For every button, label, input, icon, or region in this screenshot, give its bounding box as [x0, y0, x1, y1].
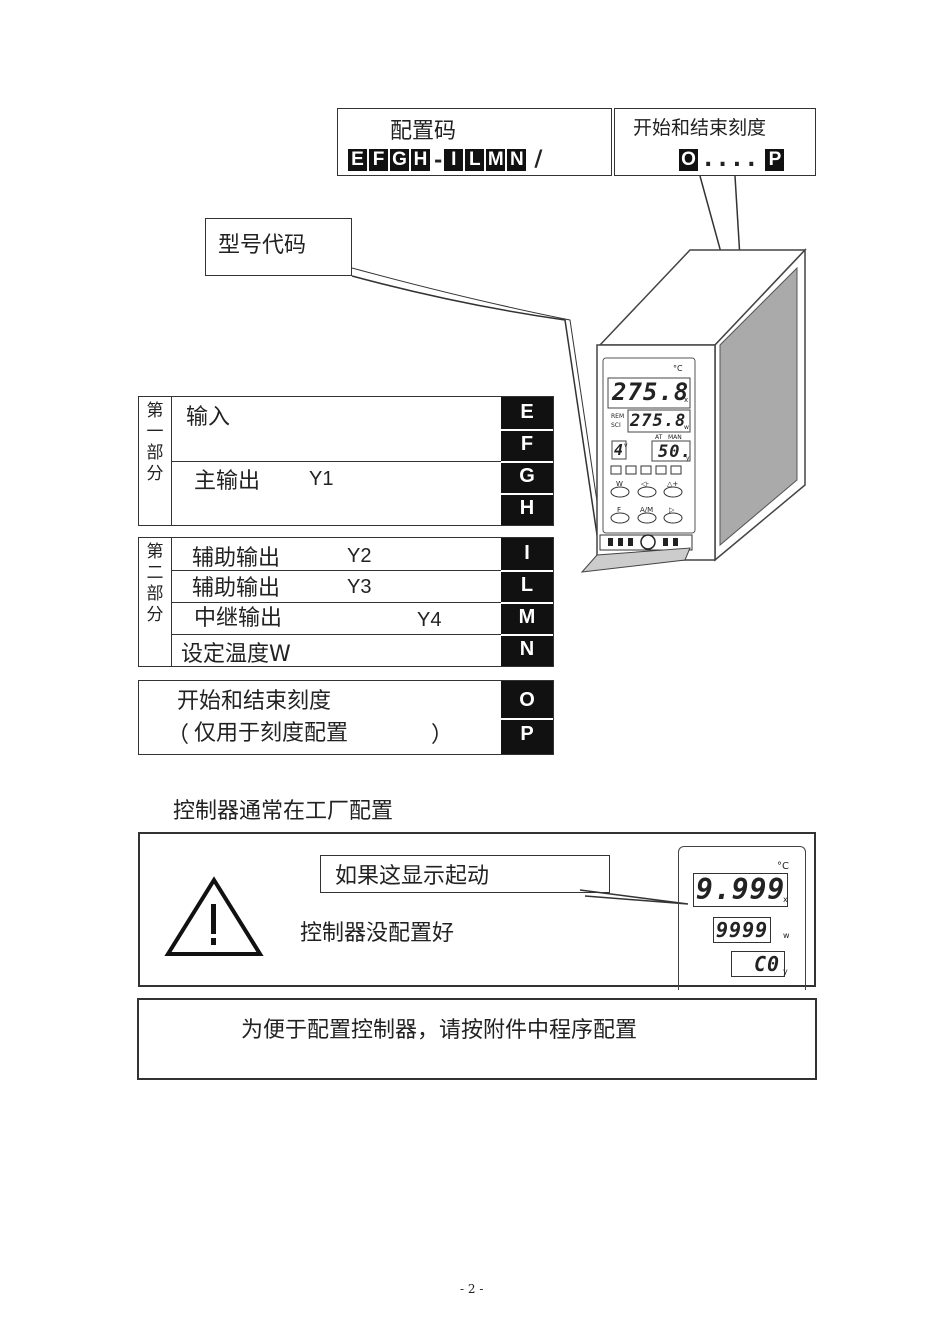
- scale-dots: ....: [704, 147, 762, 172]
- part2-row2-code: Y3: [347, 576, 372, 598]
- part1-main-output-label: 主输出: [194, 469, 261, 494]
- device-out-val-sub: y: [686, 455, 690, 462]
- factory-note: 控制器通常在工厂配置: [173, 799, 394, 824]
- device-button-up[interactable]: △+: [667, 480, 679, 488]
- part2-row1-code: Y2: [347, 545, 372, 567]
- part2-letters: I L M N: [501, 538, 553, 666]
- device-pv: 275.8: [612, 378, 690, 406]
- model-code-label: 型号代码: [218, 233, 307, 258]
- device-sp: 275.8: [630, 411, 687, 431]
- code-letter-i: I: [444, 148, 464, 171]
- warning-pointer: [579, 889, 689, 905]
- warning-icon: [164, 876, 264, 956]
- part2-row1-label: 辅助输出: [192, 546, 281, 571]
- part2-row2-label: 辅助输出: [192, 576, 281, 601]
- code-letter-g: G: [390, 148, 409, 171]
- device-rem: REM: [611, 413, 625, 420]
- model-code-pointer: [351, 275, 601, 556]
- part2-table: 第二 部分 辅助输出 Y2 辅助输出 Y3 中继输出 Y4 设定温度W I L …: [138, 537, 554, 667]
- model-code-box: 型号代码: [205, 218, 352, 276]
- code-dash: -: [434, 147, 443, 172]
- part3-line2-open: （: [167, 723, 190, 748]
- part1-side-label: 第一 部分: [139, 397, 172, 525]
- part3-line1: 开始和结束刻度: [177, 689, 332, 714]
- part1-main-output-code: Y1: [309, 468, 334, 490]
- device-button-am[interactable]: A/M: [640, 506, 654, 514]
- scale-box-title: 开始和结束刻度: [633, 117, 767, 139]
- device-button-w[interactable]: W: [616, 480, 623, 488]
- code-letter-p: P: [765, 148, 785, 171]
- code-letter-h: H: [411, 148, 430, 171]
- part3-table: 开始和结束刻度 （ 仅用于刻度配置 ） O P: [138, 680, 554, 755]
- device-button-f[interactable]: F: [617, 506, 622, 514]
- device-unit: °C: [673, 364, 683, 373]
- warning-text: 控制器没配置好: [300, 921, 455, 946]
- page-number: - 2 -: [460, 1282, 484, 1296]
- config-code-title: 配置码: [390, 119, 457, 144]
- part2-row3-label: 中继输出: [194, 606, 283, 631]
- warning-display-unit: °C: [777, 861, 789, 872]
- warning-display-d3-sub: y: [783, 967, 788, 976]
- warning-display-d1: 9.999: [693, 873, 789, 907]
- device-button-right[interactable]: ▷: [669, 506, 675, 514]
- device-sci: SCI: [611, 422, 621, 429]
- part3-letters: O P: [501, 681, 553, 754]
- warning-display-d2-sub: w: [783, 931, 790, 940]
- warning-box: 如果这显示起动 控制器没配置好 °C 9.999 x 9999 w C0 y: [138, 832, 816, 990]
- device-button-down[interactable]: ◁-: [641, 480, 649, 488]
- scale-code-letters: O .... P: [679, 147, 786, 172]
- code-letter-n: N: [507, 148, 527, 171]
- warning-display-d1-sub: x: [783, 895, 788, 904]
- part2-side-label: 第二 部分: [139, 538, 172, 666]
- config-code-box: 配置码 E F G H - I L M N /: [337, 108, 612, 176]
- device-out: 4: [614, 441, 625, 459]
- part1-letters: E F G H: [501, 397, 553, 525]
- part1-input-label: 输入: [186, 405, 231, 430]
- warning-display-d3: C0: [731, 951, 786, 977]
- instruction-box: 为便于配置控制器，请按附件中程序配置: [137, 998, 817, 1080]
- part1-table: 第一 部分 输入 主输出 Y1 E F G H: [138, 396, 554, 526]
- device-out-sub: v: [624, 442, 628, 449]
- part3-line2: 仅用于刻度配置: [194, 721, 349, 746]
- device-out-val: 50.: [658, 442, 692, 462]
- device-at: AT: [655, 434, 663, 441]
- warning-callout: [320, 855, 610, 893]
- device-sp-sub: w: [684, 424, 689, 431]
- part2-row3-code: Y4: [417, 609, 442, 631]
- warning-display: °C 9.999 x 9999 w C0 y: [678, 846, 806, 990]
- part2-row4-label: 设定温度W: [181, 642, 291, 667]
- device-man: MAN: [668, 434, 682, 441]
- instruction-text: 为便于配置控制器，请按附件中程序配置: [241, 1018, 638, 1043]
- warning-callout-text: 如果这显示起动: [335, 864, 490, 889]
- code-letter-o: O: [679, 148, 698, 171]
- device-illustration: [351, 175, 807, 573]
- part3-line2-close: ）: [431, 723, 454, 748]
- warning-display-d2: 9999: [713, 917, 772, 943]
- device-pv-sub: x: [684, 396, 689, 404]
- code-letter-m: M: [486, 148, 506, 171]
- config-code-letters: E F G H - I L M N /: [348, 147, 544, 172]
- code-letter-e: E: [348, 148, 367, 171]
- scale-box: 开始和结束刻度 O .... P: [614, 108, 816, 176]
- code-slash: /: [534, 147, 543, 172]
- code-letter-l: L: [465, 148, 485, 171]
- code-letter-f: F: [369, 148, 388, 171]
